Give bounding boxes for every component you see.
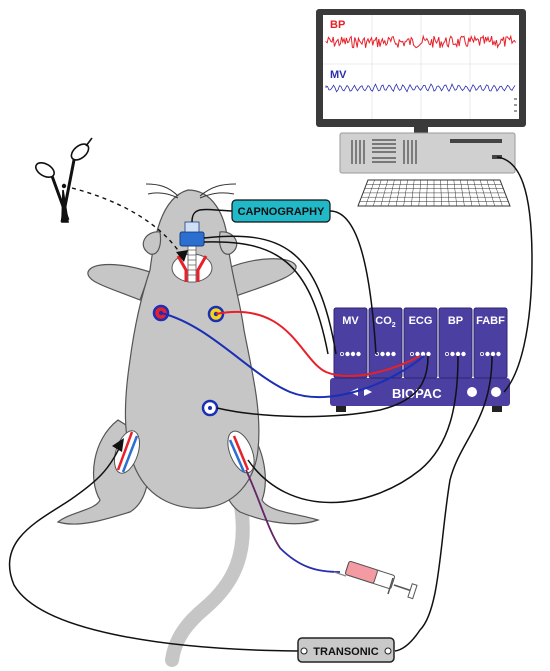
rat-front-leg-left — [87, 263, 151, 301]
biopac-module-label: BP — [448, 315, 463, 327]
wire-computer-biopac — [496, 156, 533, 393]
transonic-port-left — [300, 647, 308, 655]
wire-ecg-red — [215, 311, 421, 378]
wires — [8, 156, 533, 652]
biopac-module-co: CO2 — [368, 307, 403, 379]
capnography-label: CAPNOGRAPHY — [238, 206, 325, 218]
wire-mv-2 — [203, 241, 329, 355]
rat-front-leg-right — [227, 258, 297, 297]
biopac-module-fabf: FABF — [473, 307, 508, 379]
biopac-brand: BIOPAC — [392, 386, 442, 401]
tracheal-cannula — [179, 231, 205, 247]
mv-trace — [325, 83, 516, 93]
biopac-connector — [444, 351, 466, 357]
transonic-box: TRANSONIC — [297, 637, 395, 663]
biopac-connector — [339, 351, 361, 357]
trace-label-mv: MV — [330, 69, 347, 81]
wire-transonic-left — [8, 441, 301, 652]
biopac-module-subscript: 2 — [392, 322, 396, 329]
biopac-connector — [409, 351, 431, 357]
syringe-icon — [333, 560, 418, 600]
wire-bp — [247, 355, 459, 504]
rat-body — [124, 189, 260, 509]
wire-ecg-ground — [216, 355, 429, 418]
transonic-label: TRANSONIC — [313, 646, 378, 658]
computer-icon: BP MV — [316, 9, 526, 207]
trace-label-bp: BP — [330, 19, 345, 31]
biopac-connector — [479, 351, 501, 357]
biopac-right-arrow — [364, 388, 372, 396]
wire-fabf — [394, 355, 493, 652]
wire-mv-1 — [203, 235, 337, 355]
bp-trace — [325, 34, 517, 49]
wire-capno-in — [191, 208, 233, 223]
wire-ecg-blue — [160, 312, 425, 399]
scissors-icon — [35, 137, 93, 223]
biopac-module-label: ECG — [409, 315, 433, 327]
biopac-knob-2 — [491, 387, 501, 397]
biopac-module-label: FABF — [476, 315, 505, 327]
wire-capno-co2 — [329, 210, 377, 355]
transonic-port-right — [384, 647, 392, 655]
biopac-module-label: MV — [342, 315, 359, 327]
biopac-module-bp: BP — [438, 307, 473, 379]
biopac-module-label: CO2 — [375, 315, 396, 329]
biopac-knob-1 — [467, 387, 477, 397]
biopac-unit: BIOPAC MV CO2 ECG BP FABF — [330, 307, 510, 412]
capnography-box: CAPNOGRAPHY — [231, 199, 331, 223]
biopac-module-mv: MV — [333, 307, 368, 379]
monitor-stand — [414, 127, 428, 133]
rat-illustration — [56, 183, 320, 667]
